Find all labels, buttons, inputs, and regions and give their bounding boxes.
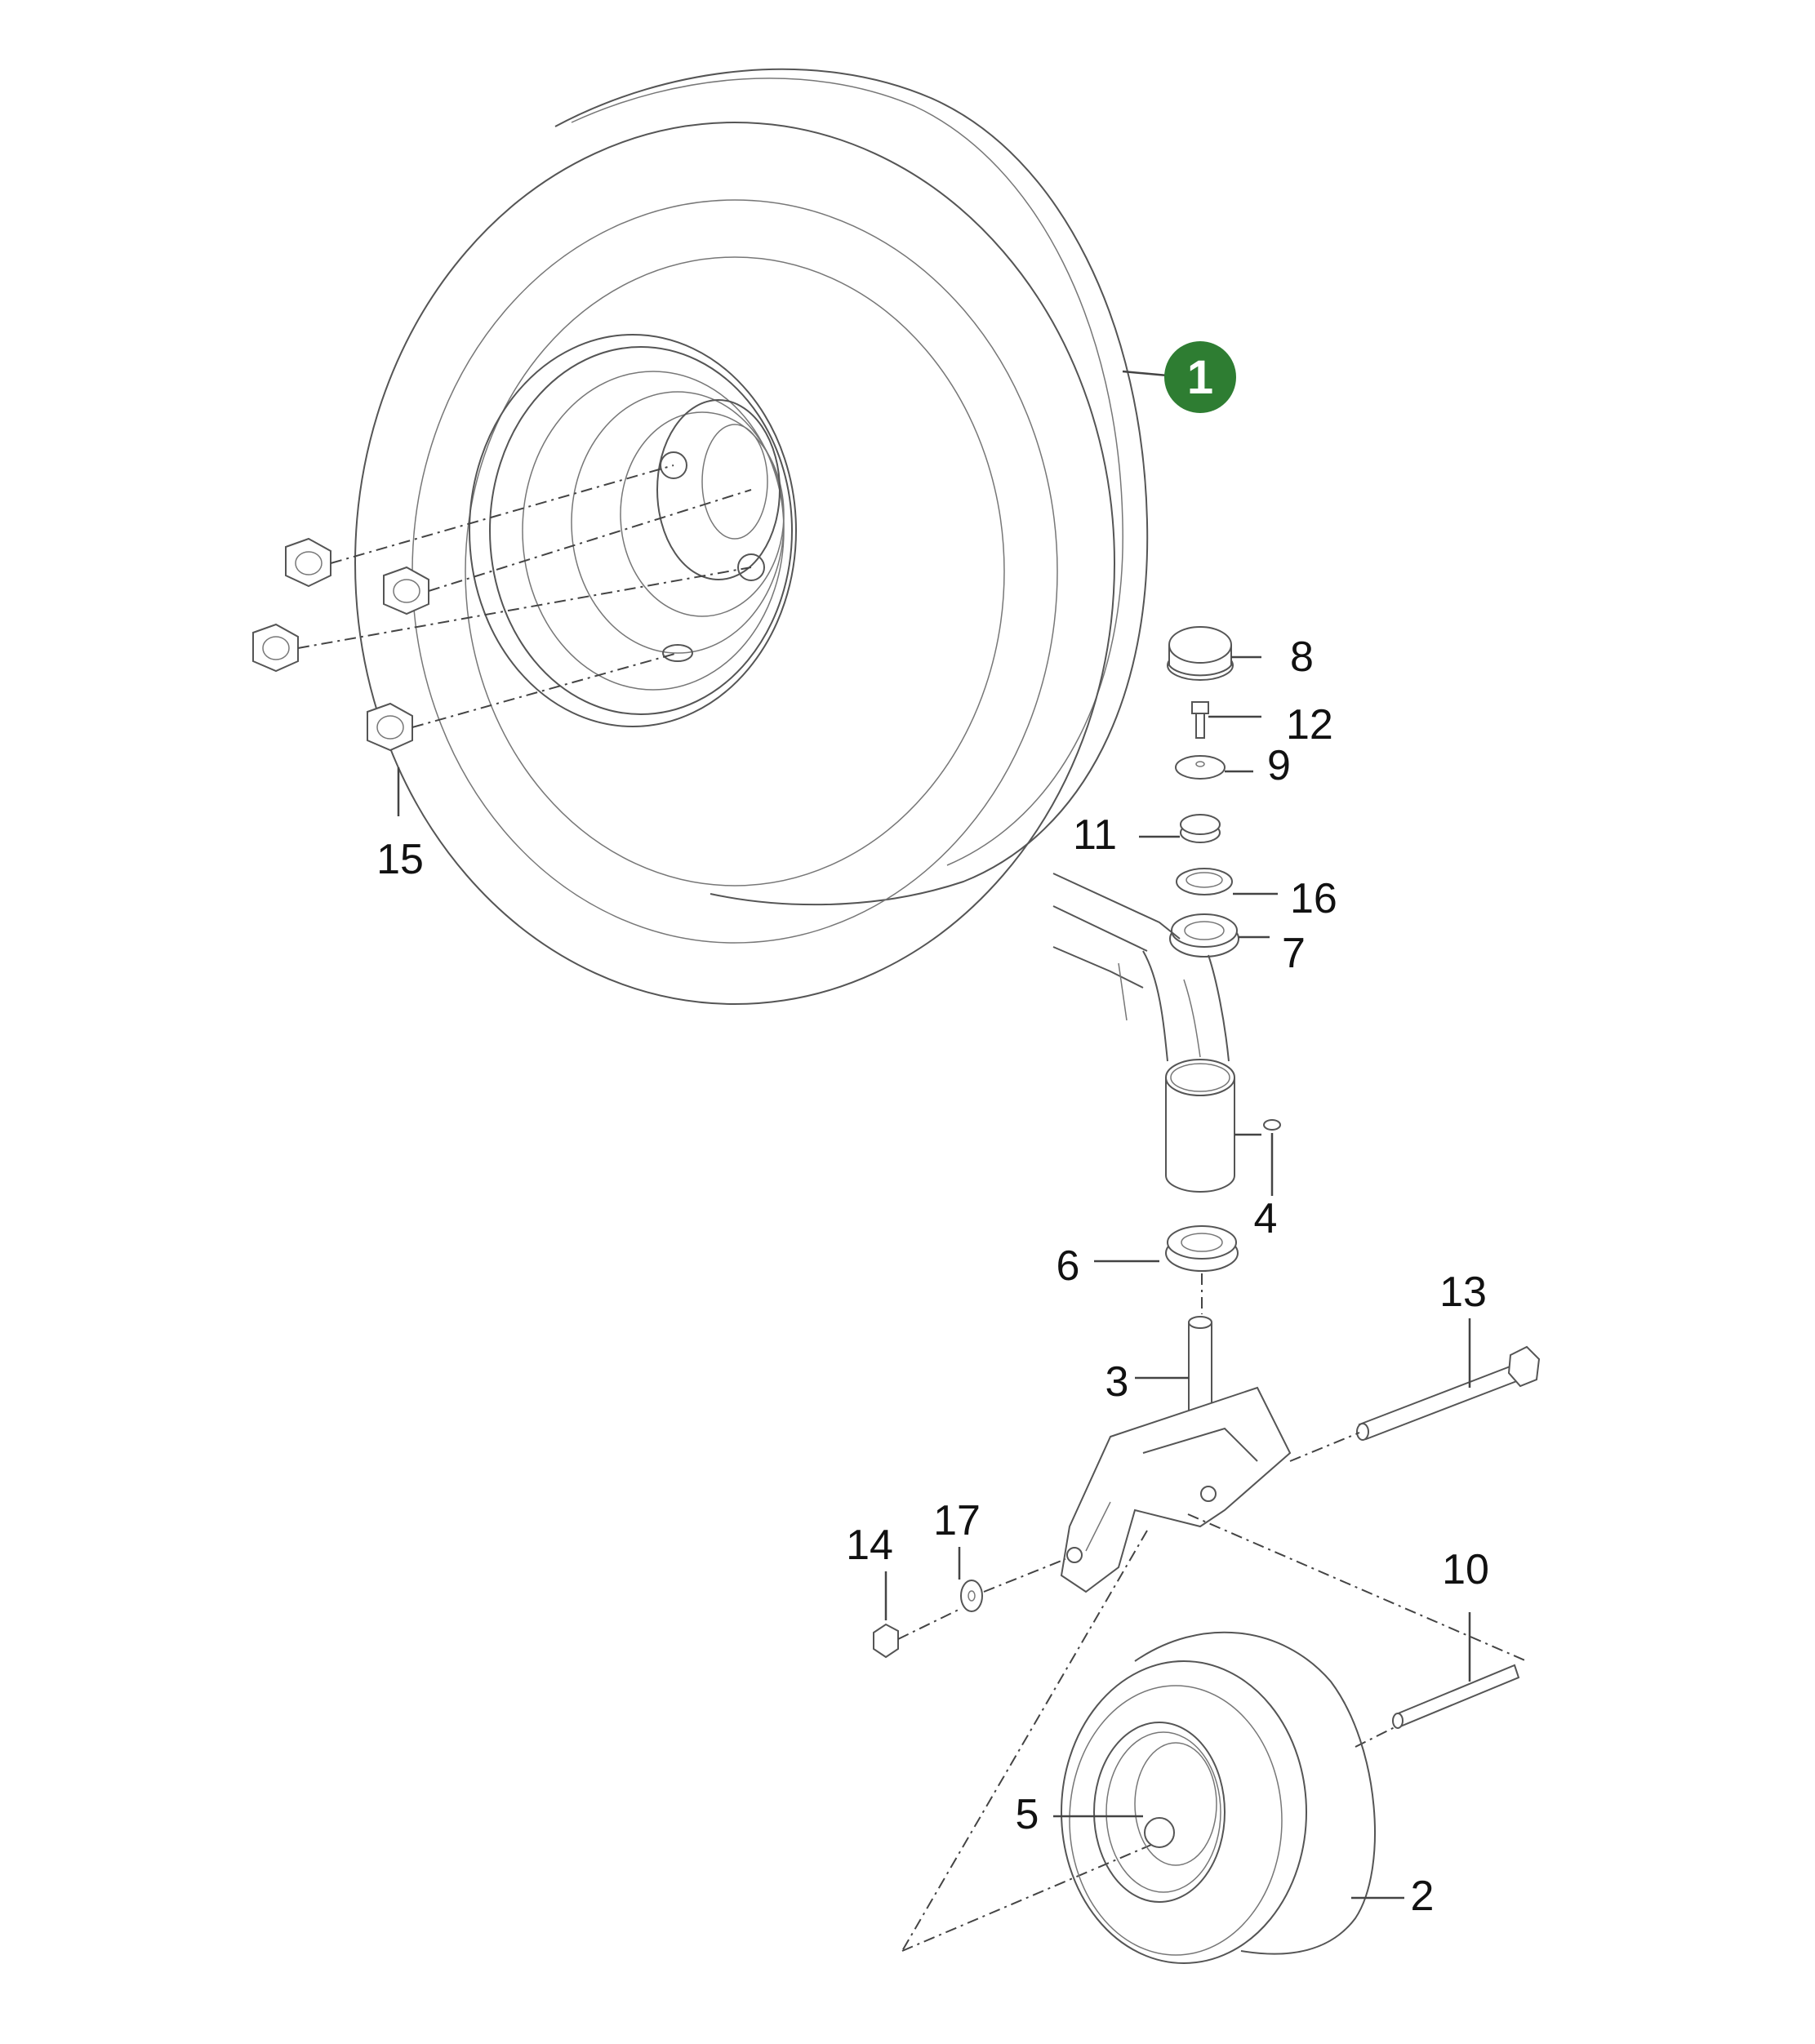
spacer-ring[interactable]: [1176, 868, 1233, 895]
callout-9: 9: [1267, 742, 1291, 789]
callout-10: 10: [1442, 1546, 1489, 1593]
callout-4: 4: [1254, 1195, 1278, 1242]
callout-11: 11: [1073, 811, 1117, 859]
yoke-nut[interactable]: [873, 1623, 899, 1659]
spring-washer[interactable]: [1180, 814, 1221, 843]
yoke-washer[interactable]: [960, 1580, 983, 1612]
wheel-axle[interactable]: [1392, 1664, 1520, 1729]
cap-bolt[interactable]: [1191, 701, 1209, 739]
callout-12: 12: [1286, 701, 1333, 749]
callout-15: 15: [376, 836, 424, 883]
large-wheel-assembly[interactable]: [354, 68, 1168, 1005]
lug-nut: [285, 537, 331, 588]
callout-8: 8: [1290, 633, 1314, 681]
caster-yoke[interactable]: [1060, 1316, 1292, 1593]
callout-6: 6: [1057, 1242, 1080, 1290]
callout-1: 1: [1187, 351, 1213, 404]
lower-bearing[interactable]: [1165, 1225, 1239, 1272]
mower-frame-arm: [1052, 873, 1230, 1062]
callout-2: 2: [1411, 1873, 1435, 1920]
callout-14: 14: [846, 1522, 893, 1569]
lug-nut: [252, 623, 299, 673]
caster-housing-tube[interactable]: [1165, 1059, 1235, 1193]
callout-7: 7: [1282, 930, 1306, 977]
dust-cap[interactable]: [1167, 626, 1234, 681]
grease-fitting[interactable]: [1263, 1119, 1281, 1131]
lug-nut: [383, 566, 429, 615]
callout-5: 5: [1016, 1791, 1039, 1838]
flat-washer[interactable]: [1175, 755, 1226, 780]
lug-nut: [367, 702, 413, 752]
callout-13: 13: [1439, 1269, 1487, 1316]
callout-3: 3: [1105, 1358, 1129, 1406]
highlight-badge-part-1[interactable]: 1: [1164, 341, 1236, 413]
axle-bolt[interactable]: [1356, 1345, 1541, 1441]
lug-nuts[interactable]: [252, 537, 429, 752]
caster-wheel[interactable]: [1061, 1631, 1376, 1964]
callout-17: 17: [933, 1497, 981, 1544]
callout-16: 16: [1290, 875, 1337, 922]
upper-bearing[interactable]: [1169, 913, 1239, 958]
